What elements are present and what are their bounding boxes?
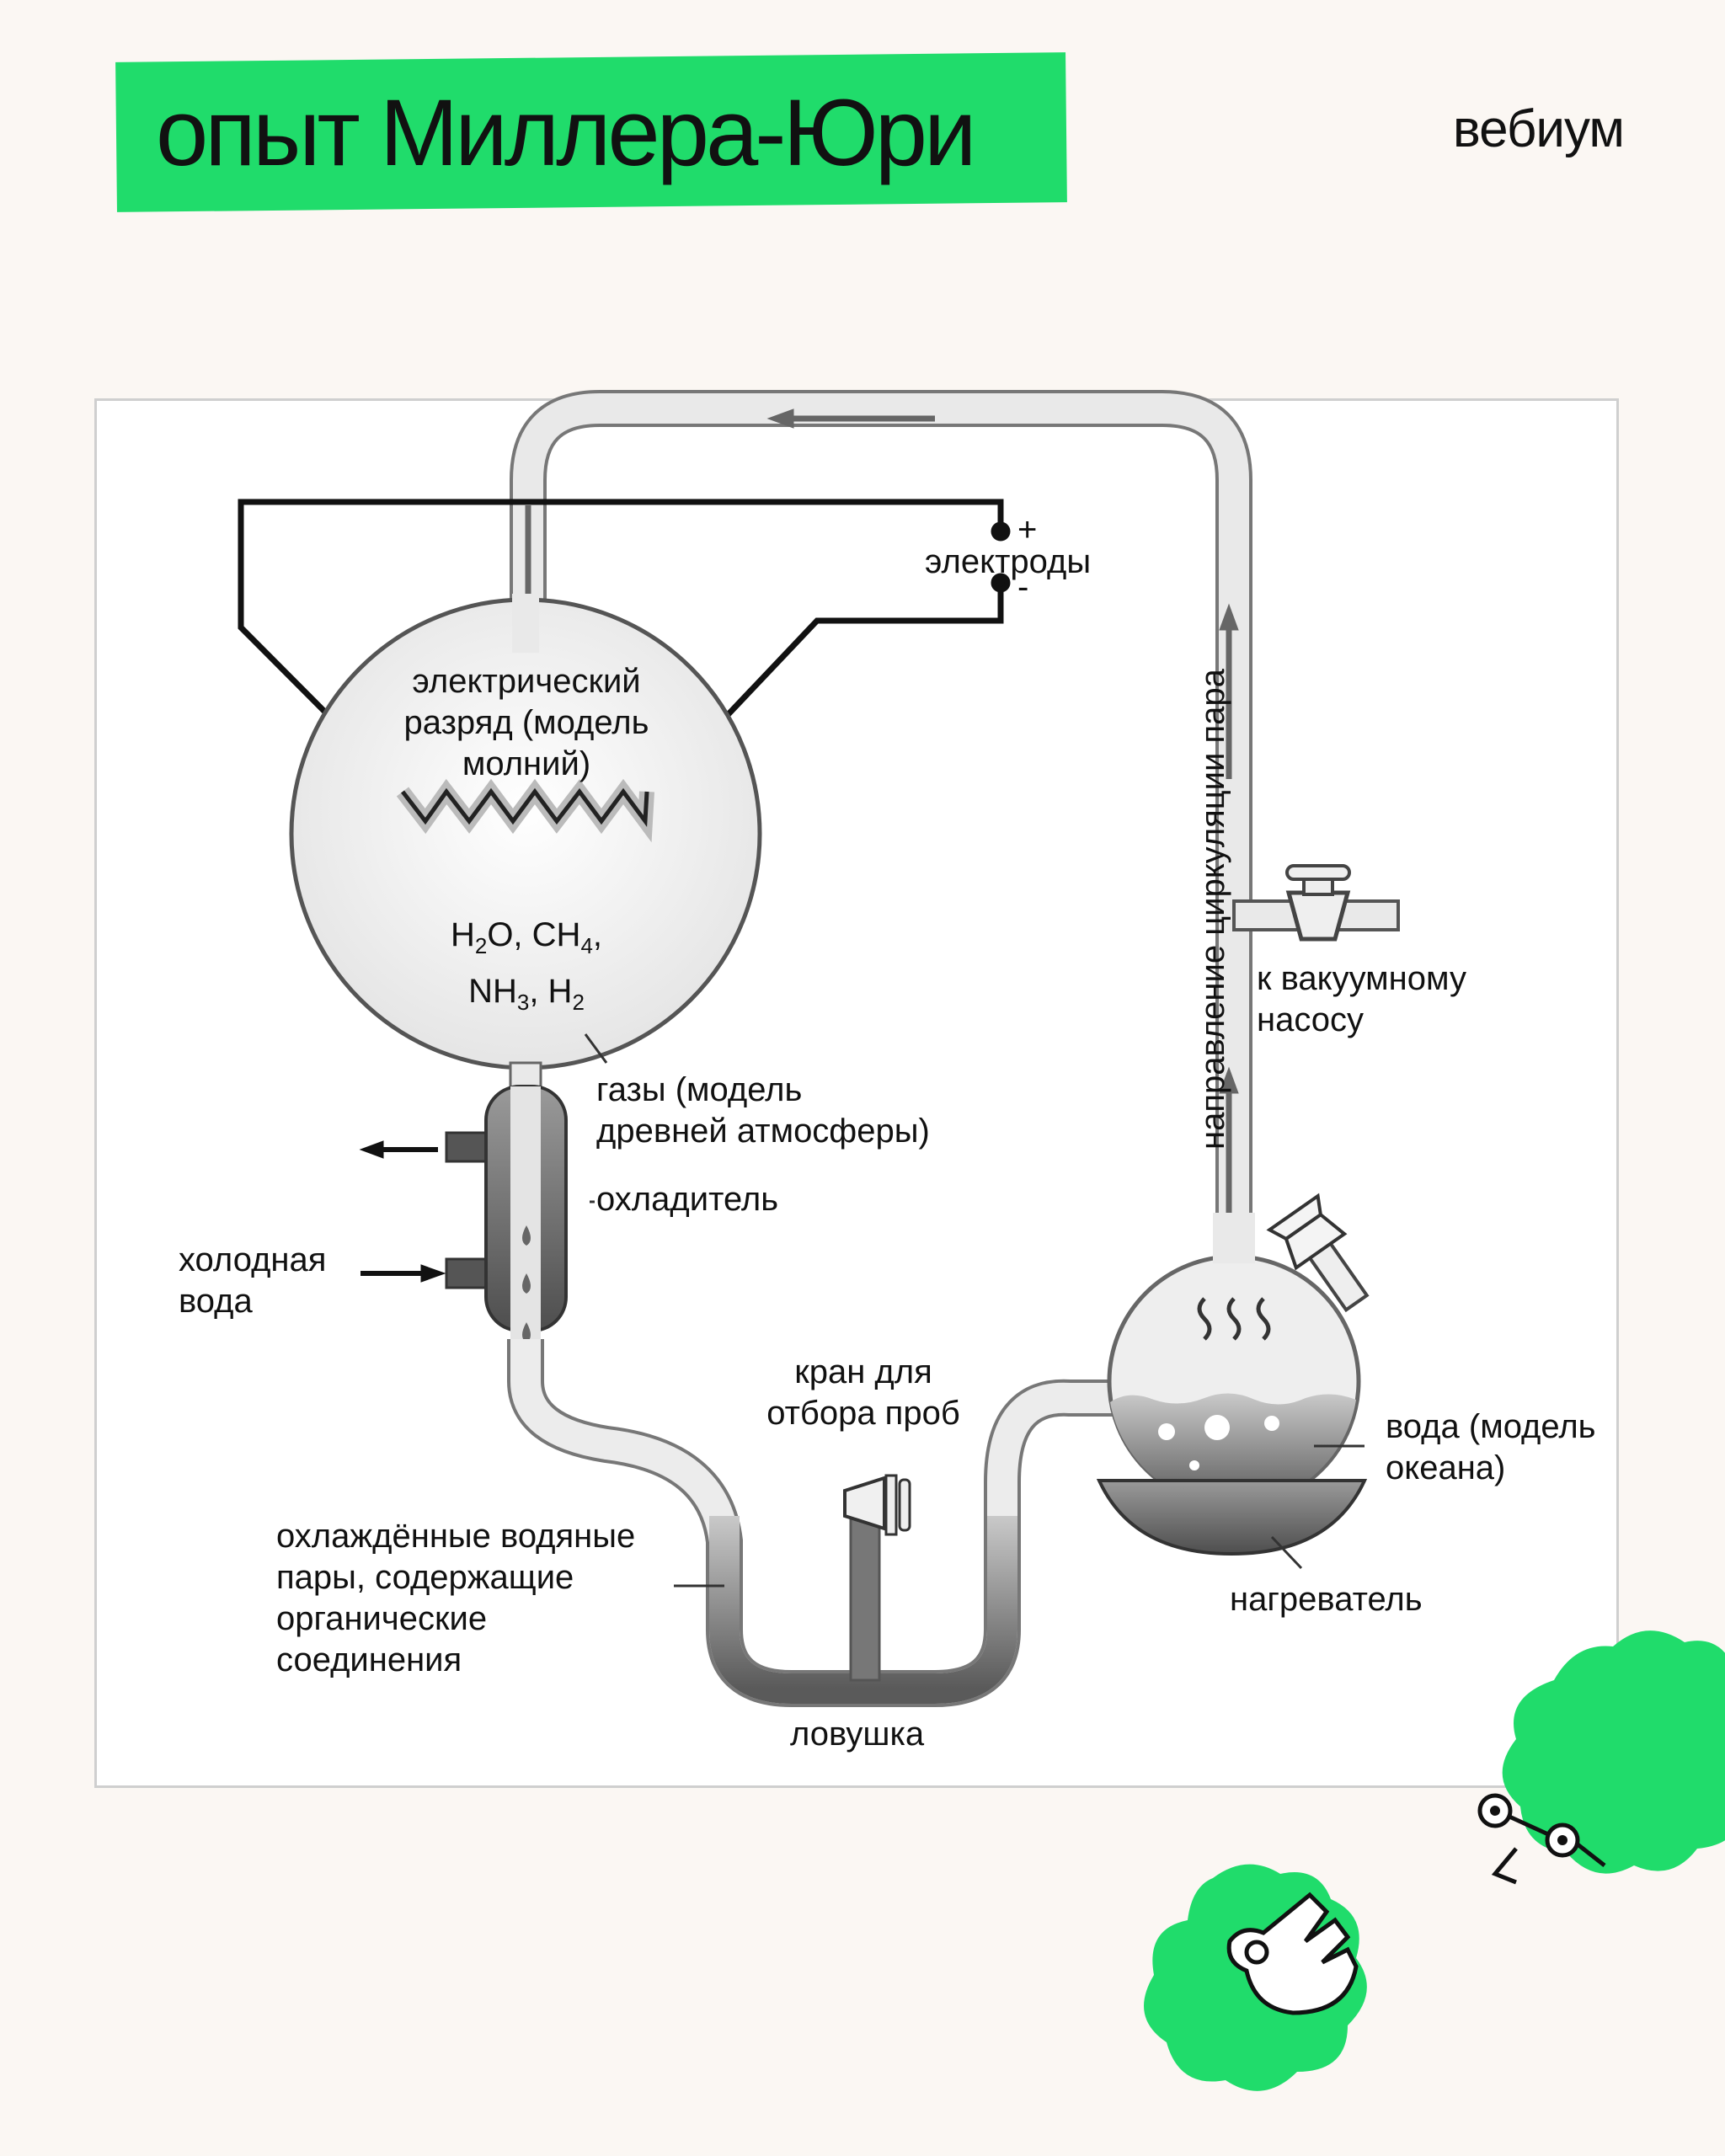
condenser bbox=[445, 1085, 568, 1342]
label-gases: газы (модель древней атмосферы) bbox=[596, 1071, 930, 1150]
circulation-tube bbox=[510, 390, 1252, 1246]
coolant-arrows bbox=[359, 1140, 446, 1283]
label-vacuum-pump: к вакуумному насосу bbox=[1257, 960, 1466, 1038]
label-cooler: охладитель bbox=[596, 1181, 779, 1218]
face-with-glasses-icon bbox=[1477, 1630, 1725, 1885]
brand-logo-text: вебиум bbox=[1452, 100, 1625, 158]
label-electrode-plus: + bbox=[1017, 511, 1038, 548]
label-water: вода (модель океана) bbox=[1386, 1408, 1596, 1486]
label-heater: нагреватель bbox=[1230, 1581, 1423, 1618]
label-cold-water: холодная вода bbox=[179, 1241, 327, 1320]
label-circulation-direction: направление циркуляции пара bbox=[1194, 669, 1231, 1150]
gas-formula: H2O, CH4, NH3, H2 bbox=[450, 916, 603, 1015]
electrode-wires bbox=[238, 499, 1011, 801]
heater bbox=[1096, 1479, 1368, 1556]
label-sampling-valve: кран для отбора проб bbox=[766, 1353, 960, 1432]
label-trap: ловушка bbox=[790, 1716, 925, 1753]
label-electrodes: электроды bbox=[925, 543, 1092, 580]
vacuum-valve bbox=[1232, 864, 1400, 942]
page-title: опыт Миллера-Юри bbox=[156, 80, 977, 185]
label-condensed-vapors: охлаждённые водяные пары, содержащие орг… bbox=[276, 1518, 636, 1678]
label-discharge: электрический разряд (модель молний) bbox=[403, 663, 649, 782]
leader-lines bbox=[584, 1033, 1365, 1588]
label-electrode-minus: - bbox=[1017, 568, 1029, 606]
ok-hand-icon bbox=[1144, 1864, 1367, 2091]
boiling-flask bbox=[1107, 1193, 1370, 1508]
u-tube-trap bbox=[507, 1339, 1137, 1707]
